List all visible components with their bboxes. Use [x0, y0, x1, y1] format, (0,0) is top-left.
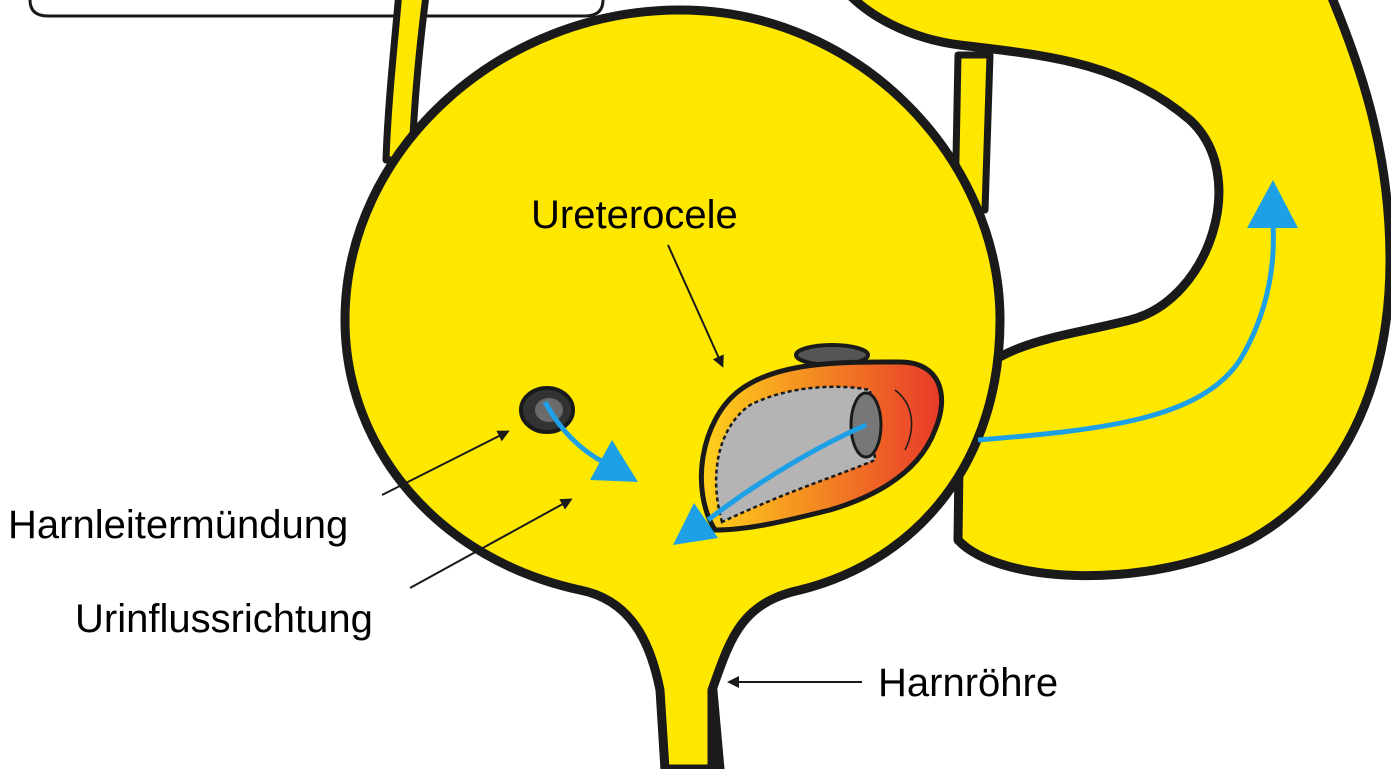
- label-flow-direction: Urinflussrichtung: [75, 597, 373, 641]
- label-ureterocele: Ureterocele: [531, 193, 738, 237]
- caption-box-fragment: [30, 0, 603, 16]
- label-urethra: Harnröhre: [878, 661, 1058, 705]
- label-orifice: Harnleitermündung: [8, 503, 348, 547]
